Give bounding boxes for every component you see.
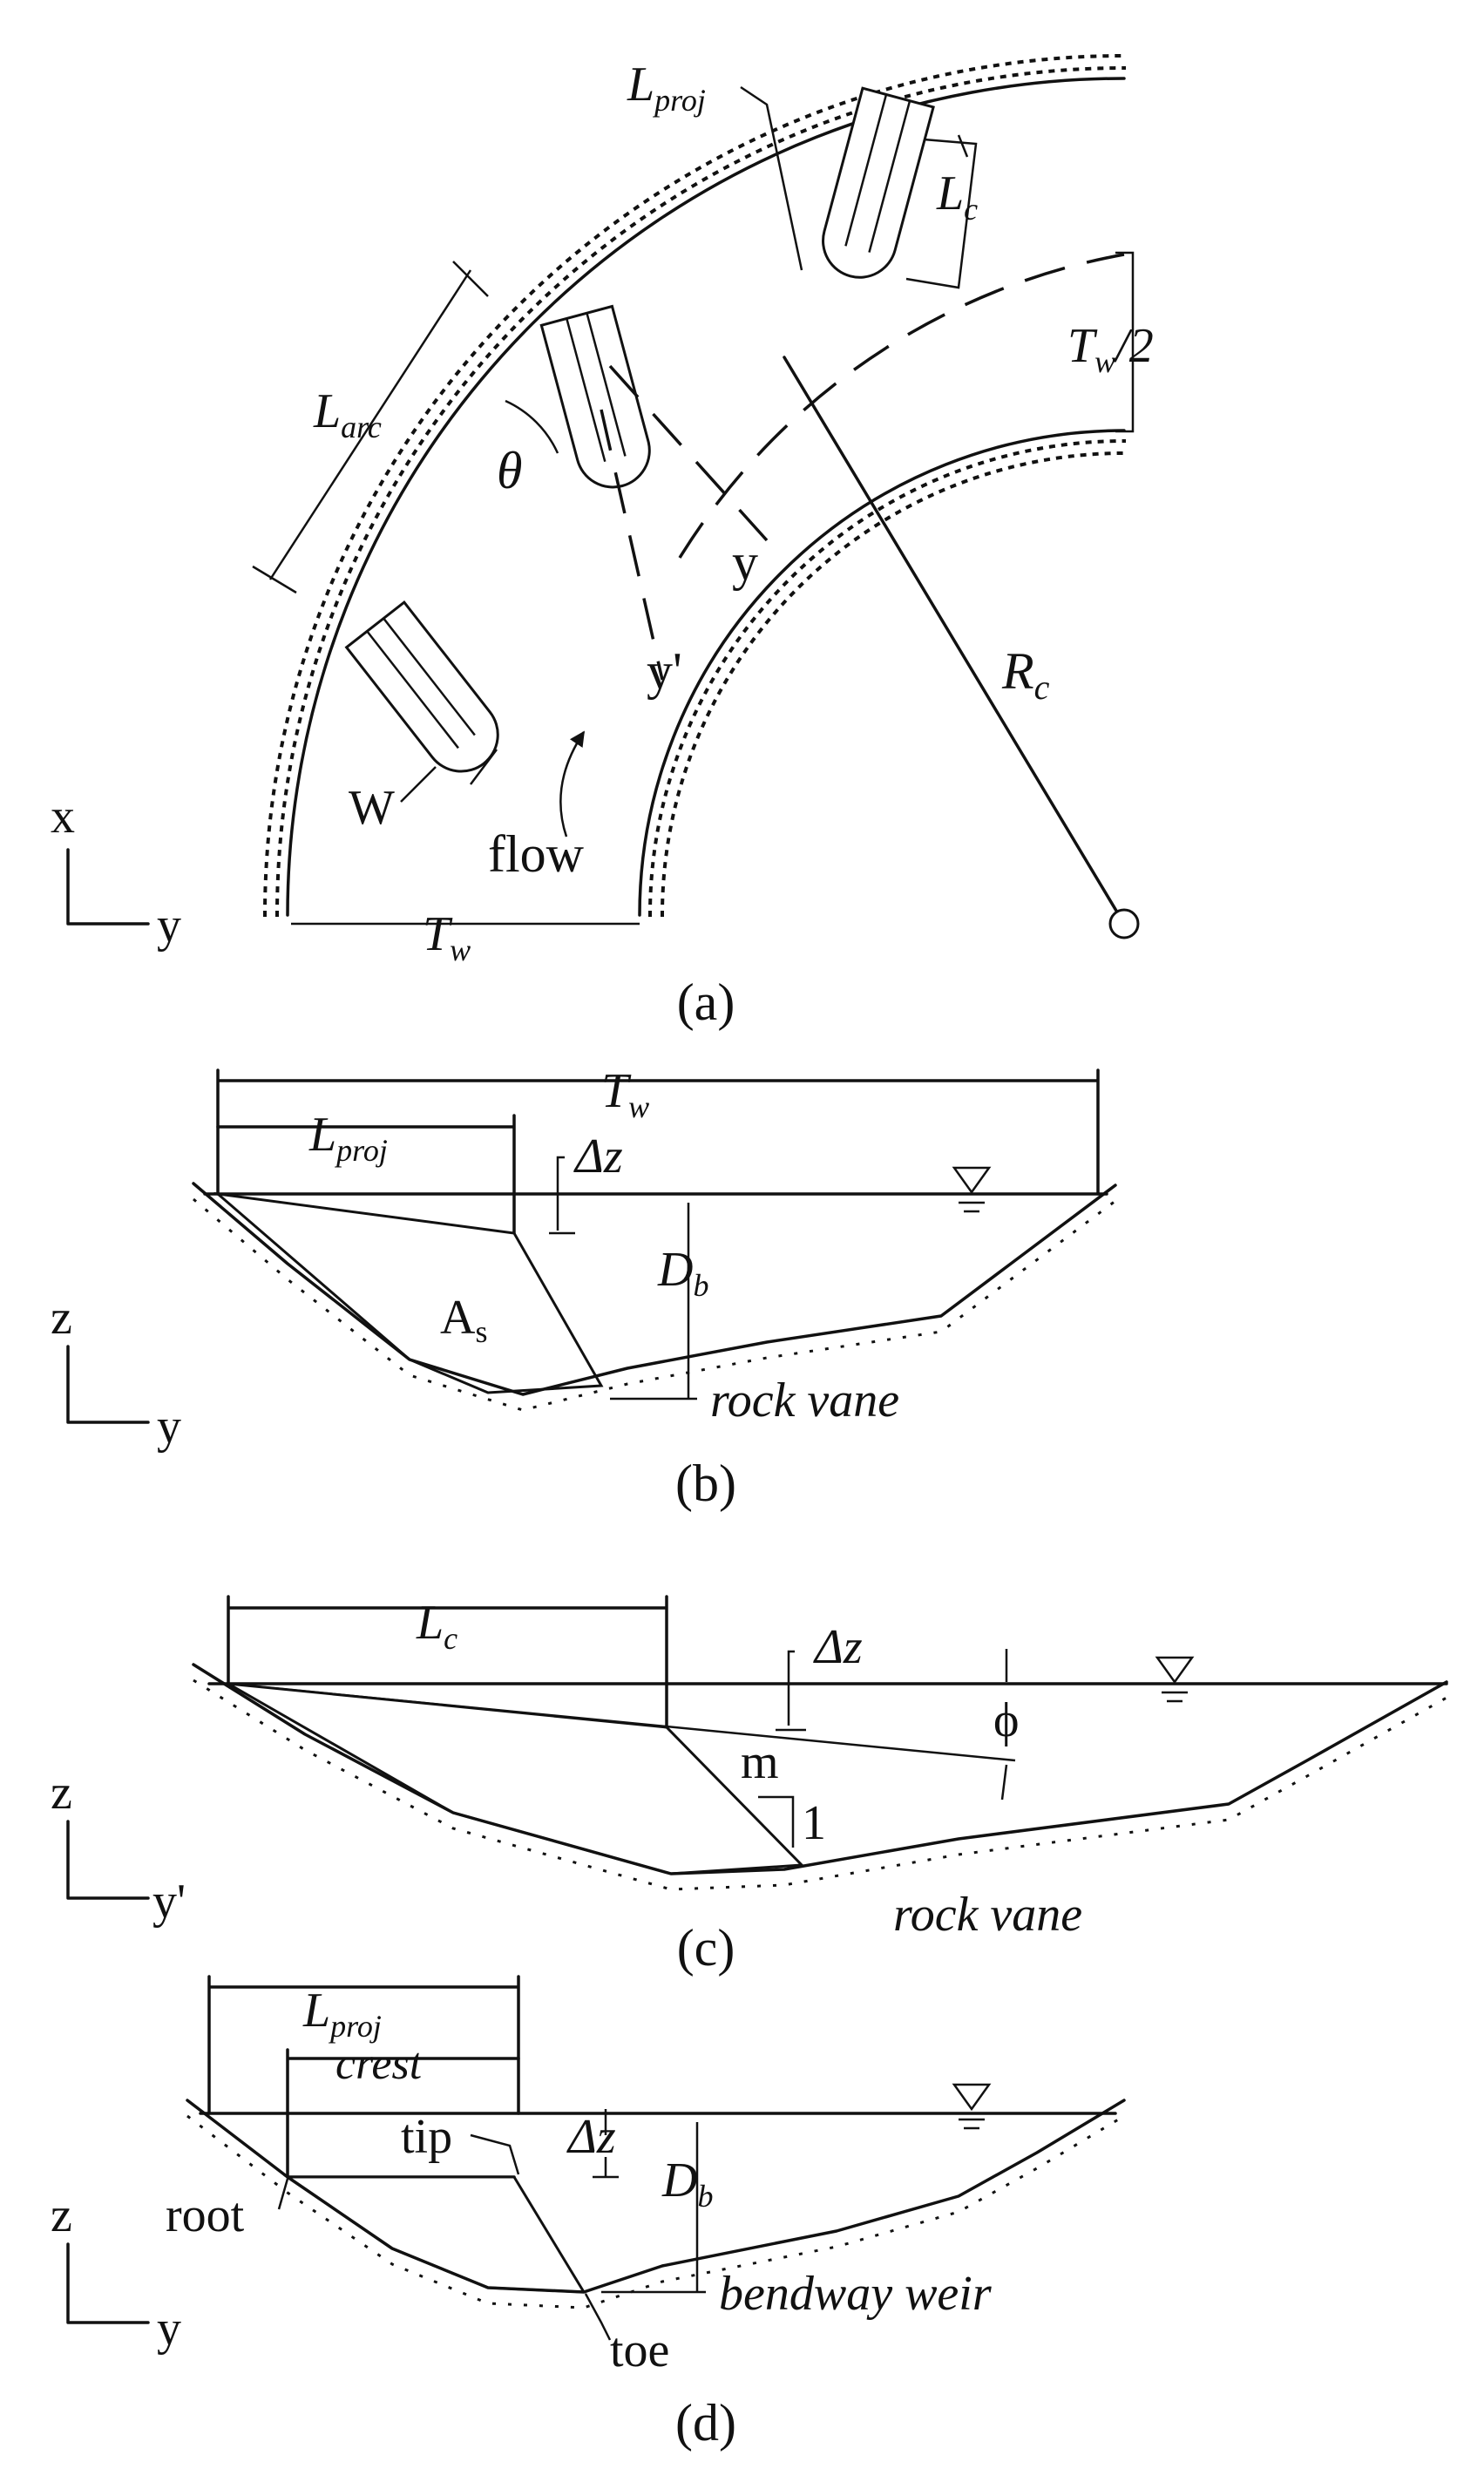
t-w-dimension-b (216, 1068, 1100, 1196)
channel-centerline (678, 253, 1125, 559)
caption-d: (d) (675, 2394, 736, 2452)
phi-dimension-c (1000, 1649, 1008, 1801)
caption-a: (a) (677, 973, 735, 1031)
root-leader-d (277, 2178, 289, 2210)
t-w2-dimension (1115, 251, 1135, 433)
bed-hatch-d (186, 2114, 1125, 2309)
delta-z-dimension-c (776, 1650, 806, 1732)
panel-b: Tw Lproj Δz Db As rock vane z y (b) (51, 1064, 1117, 1512)
label-structure-d: bendway weir (719, 2267, 992, 2321)
theta-arc (505, 399, 559, 454)
panel-c: Lc Δz ϕ m 1 rock vane z y' (c) (51, 1595, 1448, 1977)
label-t-w: Tw (423, 907, 471, 967)
label-l-proj-b: Lproj (308, 1108, 388, 1168)
label-d-b-b: Db (657, 1243, 708, 1303)
label-structure-c: rock vane (893, 1888, 1082, 1942)
bendway-weir-d (283, 2175, 586, 2294)
label-tip-d: tip (401, 2110, 452, 2164)
delta-z-dimension-d (593, 2109, 619, 2179)
label-w: W (349, 781, 395, 835)
axes-b (66, 1345, 150, 1424)
label-delta-z-c: Δz (813, 1620, 863, 1674)
axes-a (66, 848, 150, 926)
label-l-c: Lc (936, 166, 978, 227)
l-proj-dimension-b (216, 1114, 516, 1235)
label-y: y (732, 533, 758, 591)
bed-profile-c (192, 1663, 1448, 1875)
label-y-prime: y' (647, 642, 682, 700)
axis-a-horizontal: y (157, 899, 181, 953)
vane-middle (539, 304, 651, 489)
axis-b-horizontal: y (157, 1400, 181, 1454)
y-prime-axis-line (600, 409, 664, 681)
label-m-c: m (741, 1735, 779, 1789)
water-symbol-b (952, 1166, 992, 1213)
axis-c-vertical: z (51, 1766, 72, 1820)
label-a-s-b: As (440, 1291, 487, 1349)
label-flow: flow (488, 825, 585, 883)
l-c-dimension (905, 138, 978, 289)
channel-bend (262, 53, 1140, 939)
axis-d-horizontal: y (157, 2302, 181, 2356)
label-crest-d: crest (335, 2039, 424, 2089)
label-l-proj: Lproj (627, 58, 706, 118)
label-phi-c: ϕ (993, 1693, 1019, 1747)
vane-upper (822, 86, 935, 279)
bed-hatch-b (193, 1197, 1116, 1412)
bed-profile-b (192, 1182, 1117, 1396)
label-toe-d: toe (610, 2323, 669, 2377)
label-r-c: Rc (1001, 642, 1050, 707)
w-dimension (400, 749, 498, 803)
axis-c-horizontal: y' (152, 1875, 186, 1929)
tip-leader-d (470, 2133, 520, 2175)
water-symbol-d (952, 2083, 992, 2130)
label-structure-b: rock vane (710, 1373, 899, 1428)
label-t-w-b: Tw (601, 1064, 649, 1124)
label-delta-z-d: Δz (566, 2110, 616, 2164)
label-one-c: 1 (802, 1796, 826, 1850)
axes-c (66, 1820, 150, 1900)
panel-d: Lproj crest tip Δz Db root bendway weir … (51, 1975, 1126, 2452)
vane-lower (344, 600, 499, 773)
label-l-arc: Larc (313, 384, 382, 444)
radius-line (783, 356, 1126, 926)
y-axis-line (608, 364, 769, 542)
panel-a: Lproj Lc Tw/2 Larc θ y y' Rc W flow Tw x… (51, 53, 1154, 1031)
label-t-w2: Tw/2 (1067, 319, 1154, 379)
caption-c: (c) (677, 1919, 735, 1977)
d-b-dimension-b (610, 1203, 697, 1400)
center-of-curvature (1108, 908, 1140, 939)
d-b-dimension-d (601, 2122, 706, 2294)
rock-vane-b (213, 1191, 604, 1394)
water-symbol-c (1155, 1656, 1195, 1703)
axis-b-vertical: z (51, 1291, 72, 1345)
label-delta-z-b: Δz (573, 1129, 623, 1183)
delta-z-dimension-b (549, 1156, 575, 1235)
l-proj-dimension (740, 85, 969, 271)
label-l-c-c: Lc (416, 1596, 457, 1656)
axis-a-vertical: x (51, 790, 75, 844)
l-c-dimension-c (227, 1595, 668, 1729)
label-d-b-d: Db (661, 2153, 713, 2214)
l-arc-dimension (252, 261, 489, 594)
flow-arrow (559, 730, 586, 838)
label-theta: θ (497, 442, 522, 499)
caption-b: (b) (675, 1455, 736, 1512)
axes-d (66, 2242, 150, 2324)
bed-profile-d (186, 2099, 1126, 2294)
l-proj-dimension-d (207, 1975, 520, 2115)
slope-triangle-c (758, 1795, 795, 1848)
label-root-d: root (166, 2188, 245, 2242)
bed-hatch-c (193, 1679, 1447, 1891)
axis-d-vertical: z (51, 2188, 72, 2242)
toe-leader-d (584, 2293, 612, 2341)
label-l-proj-d: Lproj (302, 1984, 382, 2044)
